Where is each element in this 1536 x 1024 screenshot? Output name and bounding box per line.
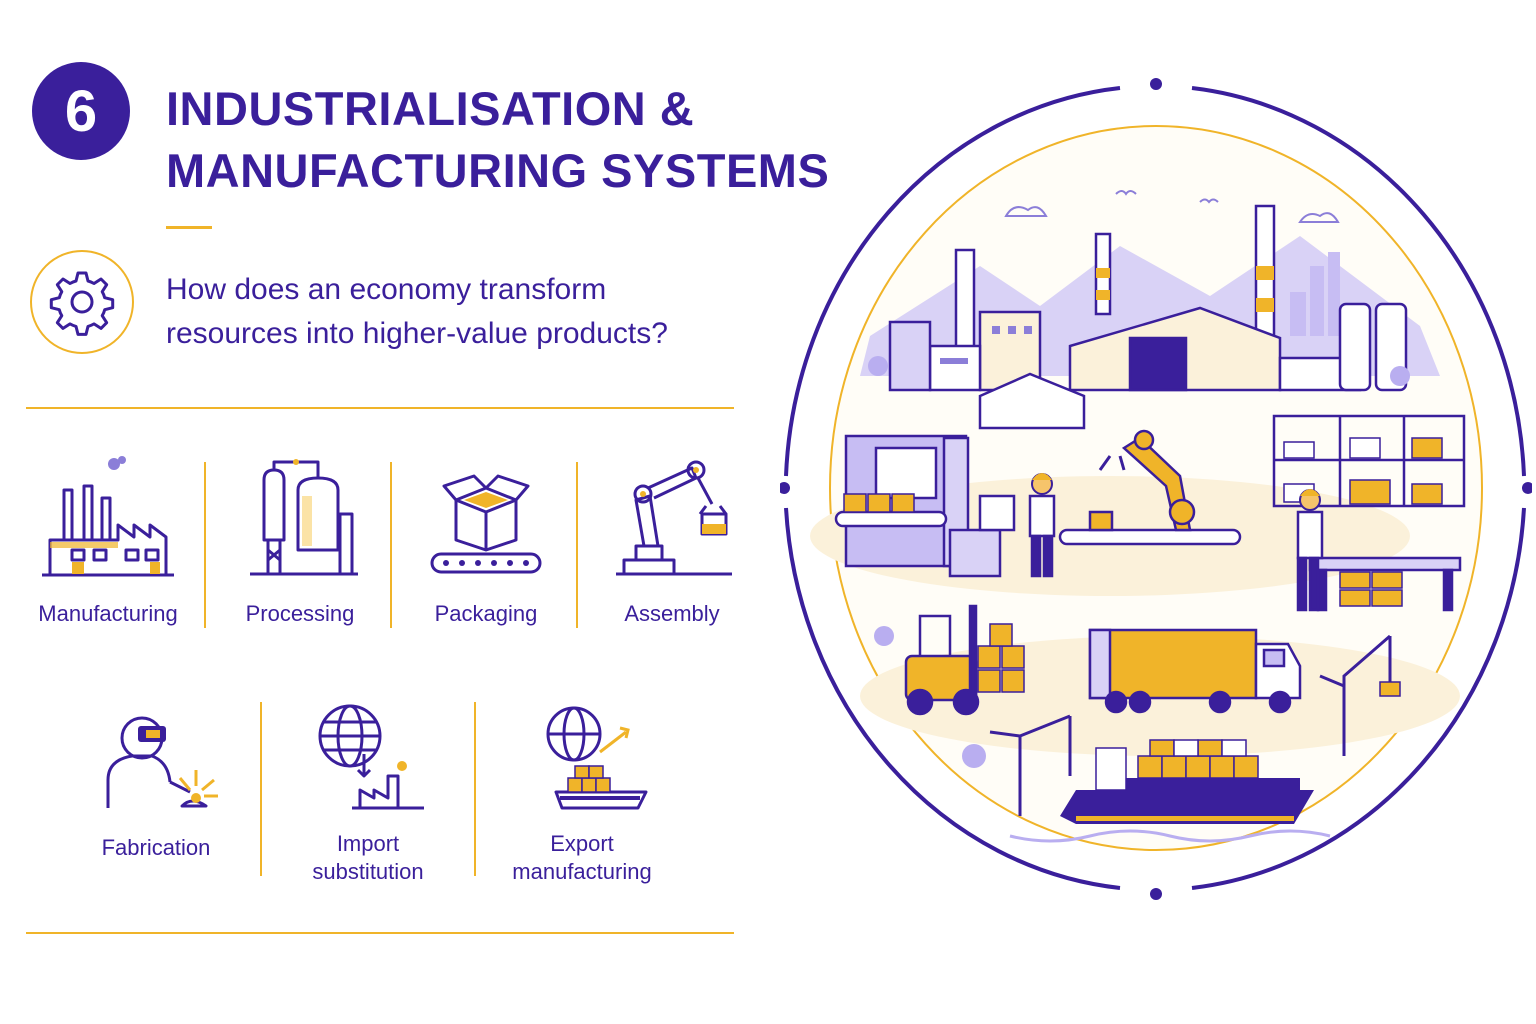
bottom-divider — [26, 932, 734, 934]
item-label-line-1: Import — [336, 831, 400, 856]
column-divider — [576, 462, 578, 628]
item-label: Fabrication — [101, 835, 211, 860]
factory-icon — [42, 456, 174, 577]
item-label: Assembly — [624, 601, 720, 626]
section-number-badge: 6 — [32, 62, 130, 160]
top-divider — [26, 407, 734, 409]
item-label: Processing — [245, 601, 355, 626]
question-line-1: How does an economy transform — [166, 273, 607, 306]
globe-ship-icon — [546, 706, 648, 810]
guiding-question: How does an economy transform resources … — [166, 268, 668, 356]
column-divider — [204, 462, 206, 628]
processing-tanks-icon — [250, 459, 358, 576]
item-import-substitution: Import substitution — [290, 700, 446, 886]
industrial-scene-illustration — [780, 78, 1532, 900]
item-assembly: Assembly — [594, 450, 750, 628]
question-line-2: resources into higher-value products? — [166, 317, 668, 350]
item-label-line-2: manufacturing — [512, 859, 652, 884]
question-gear-badge — [30, 250, 134, 354]
package-conveyor-icon — [430, 474, 542, 574]
item-manufacturing: Manufacturing — [30, 450, 186, 628]
item-export-manufacturing: Export manufacturing — [504, 700, 660, 886]
item-label: Packaging — [434, 601, 538, 626]
welder-icon — [106, 716, 218, 808]
title-accent-divider — [166, 226, 212, 229]
robot-arm-icon — [616, 460, 732, 576]
page-title: INDUSTRIALISATION & MANUFACTURING SYSTEM… — [166, 78, 829, 202]
column-divider — [260, 702, 262, 876]
gear-icon — [49, 271, 115, 336]
item-label-line-1: Export — [550, 831, 614, 856]
item-label-line-2: substitution — [312, 859, 424, 884]
section-number: 6 — [64, 78, 98, 144]
item-label: Manufacturing — [38, 601, 178, 626]
globe-factory-icon — [318, 704, 424, 810]
title-line-2: MANUFACTURING SYSTEMS — [166, 144, 830, 197]
column-divider — [390, 462, 392, 628]
column-divider — [474, 702, 476, 876]
title-line-1: INDUSTRIALISATION & — [166, 82, 695, 135]
item-processing: Processing — [222, 450, 378, 628]
item-packaging: Packaging — [408, 450, 564, 628]
item-fabrication: Fabrication — [78, 700, 234, 862]
